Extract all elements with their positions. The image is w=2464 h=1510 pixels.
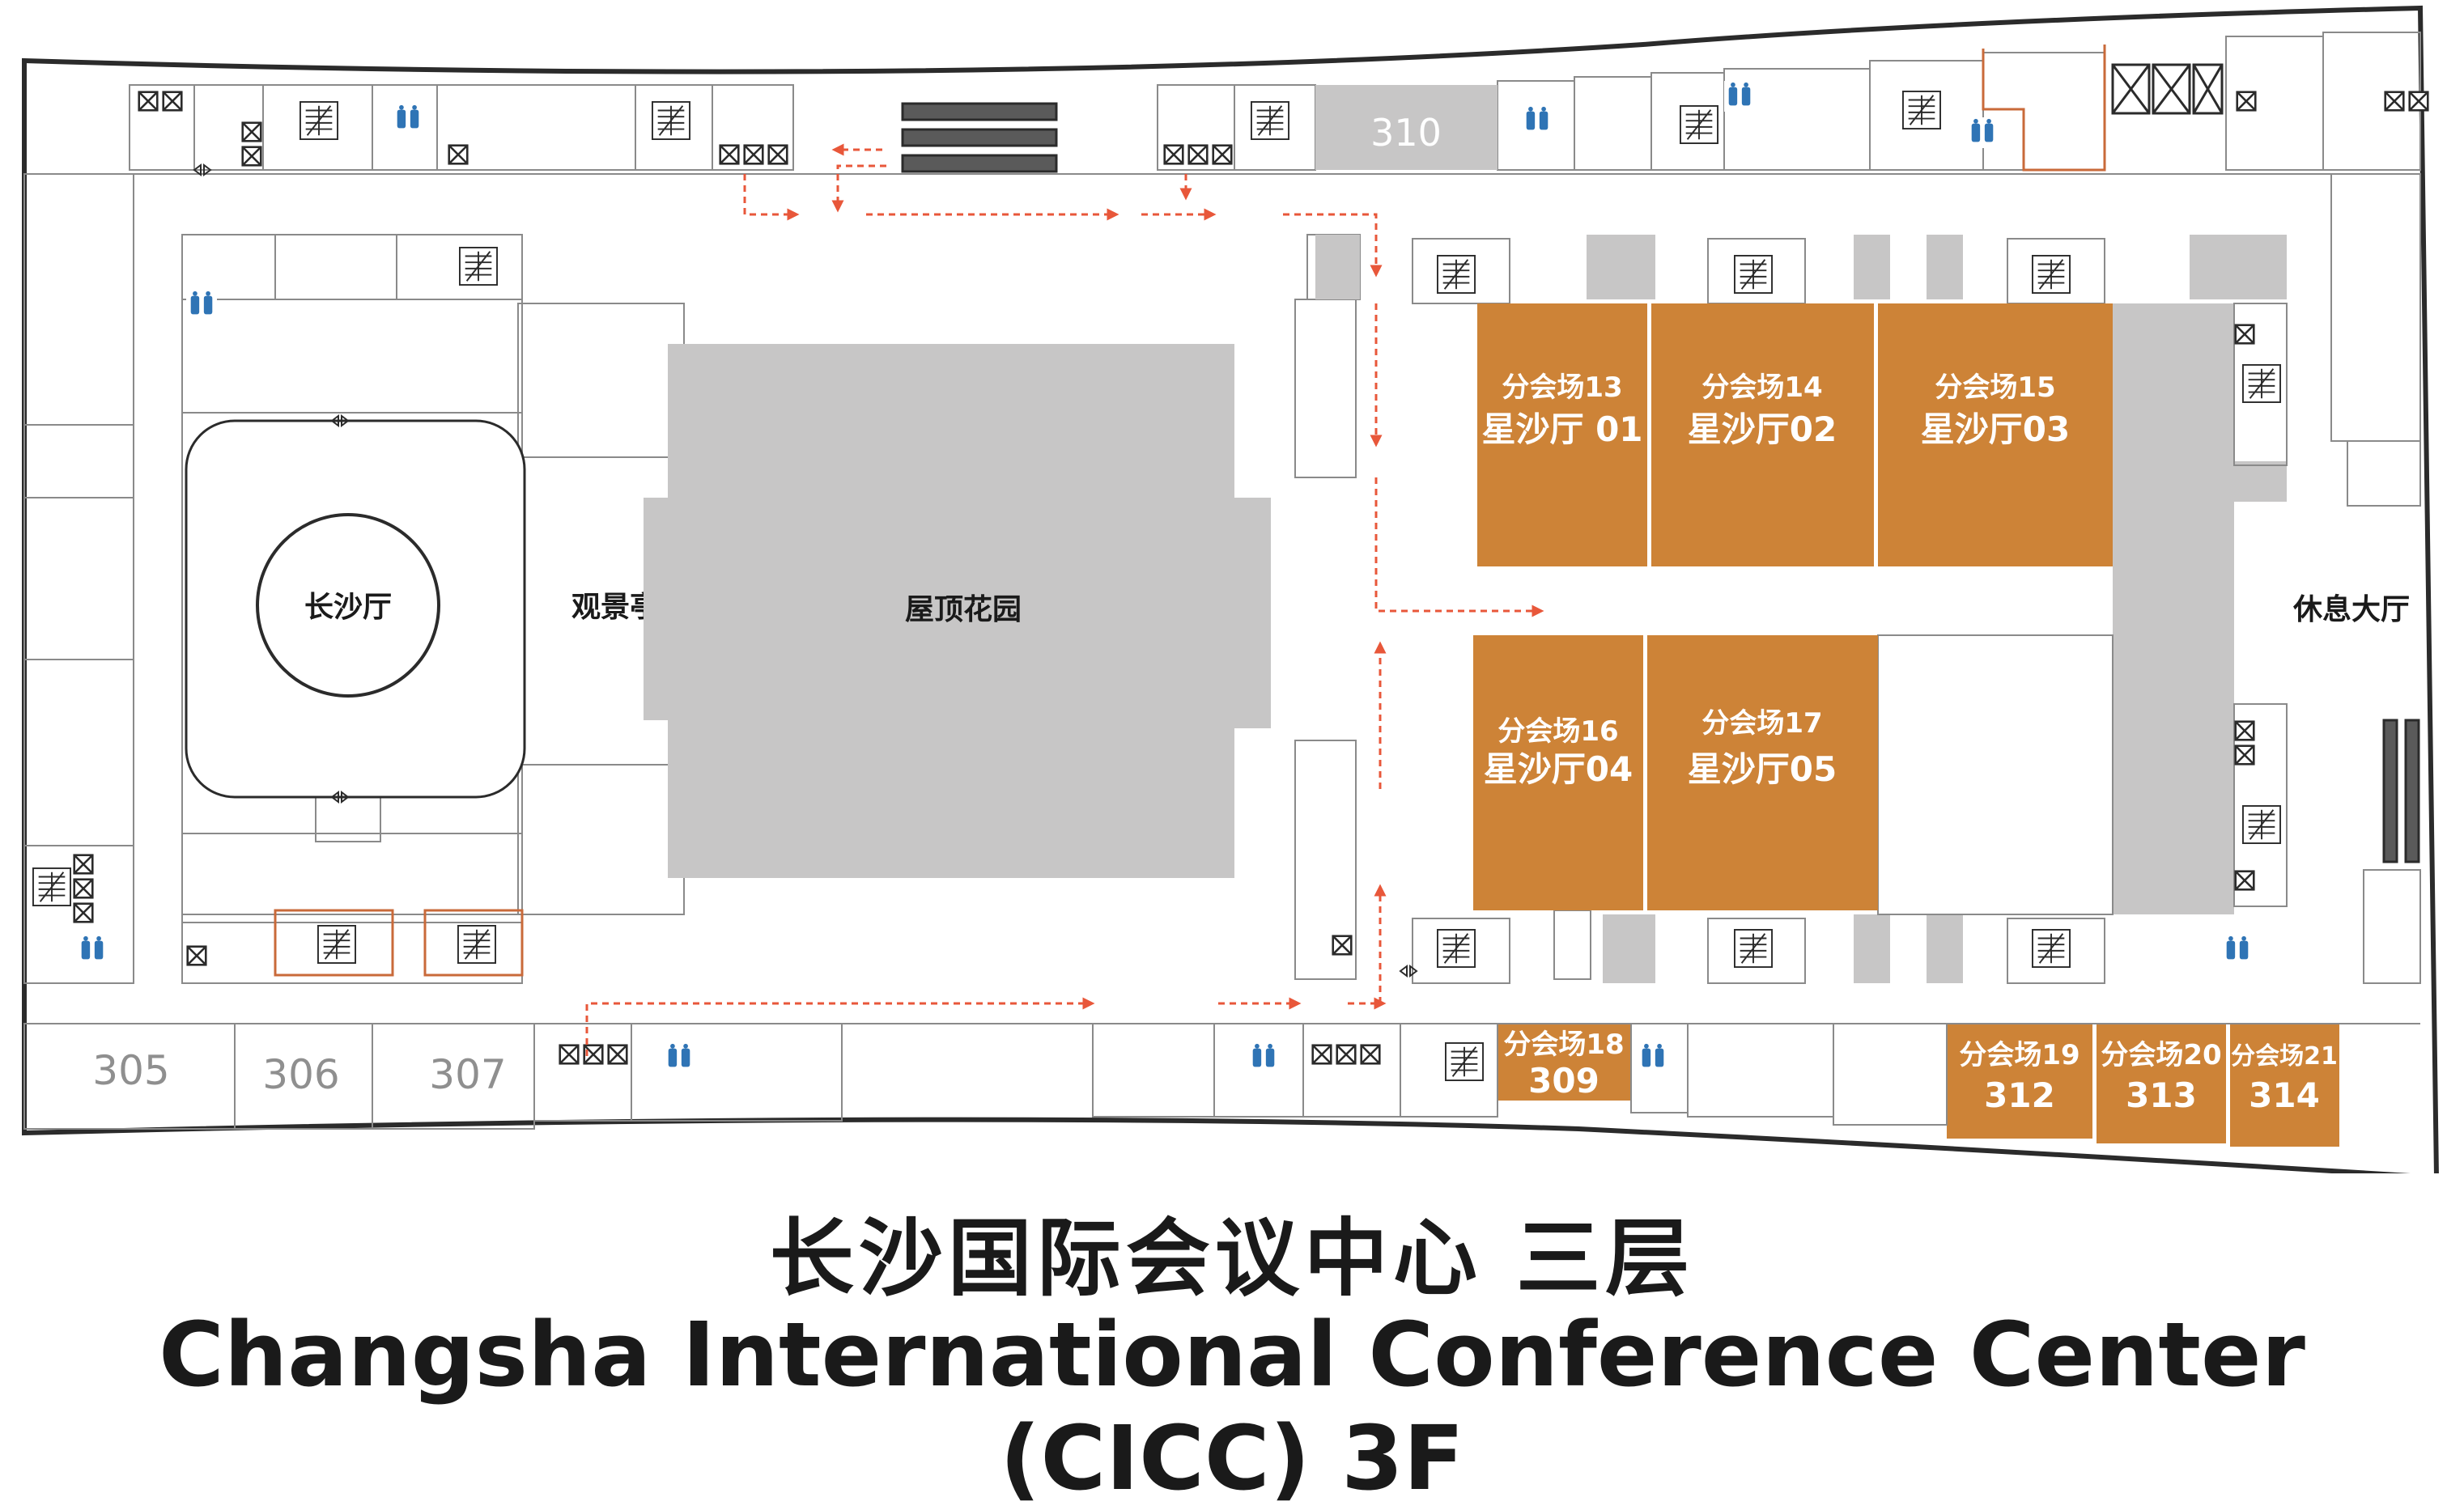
room-307-label: 307 <box>429 1051 506 1098</box>
breakout-14-room <box>1651 303 1874 566</box>
breakout-18-room-no: 309 <box>1528 1061 1599 1101</box>
changsha-hall-label: 长沙厅 <box>304 591 392 624</box>
breakout-21-room-no: 314 <box>2249 1075 2320 1115</box>
floor-plan-map: 310 长沙厅 观景亭 屋顶花园 <box>22 5 2439 1173</box>
elevator-icon <box>2111 63 2224 115</box>
breakout-15-hall: 星沙厅03 <box>1921 409 2070 449</box>
service-blocks <box>1315 235 2287 983</box>
breakout-17-room <box>1647 635 1878 910</box>
orange-route-top <box>1982 45 2106 172</box>
room-305-label: 305 <box>92 1047 169 1094</box>
breakout-14-name: 分会场14 <box>1701 371 1822 404</box>
breakout-13-room <box>1477 303 1647 566</box>
breakout-18-name: 分会场18 <box>1503 1029 1624 1061</box>
roof-garden-label: 屋顶花园 <box>905 593 1022 626</box>
breakout-15-room <box>1878 303 2113 566</box>
breakout-17-hall: 星沙厅05 <box>1688 749 1837 789</box>
breakout-19-room-no: 312 <box>1984 1075 2055 1115</box>
breakout-18-room <box>1498 1024 1631 1101</box>
room-306-label: 306 <box>262 1051 339 1098</box>
lounge-label: 休息大厅 <box>2292 593 2410 626</box>
route-arrow-icon <box>585 143 1544 1056</box>
bottom-rooms <box>23 909 2420 1130</box>
left-rooms <box>23 173 134 984</box>
breakout-16-room <box>1473 635 1643 910</box>
breakout-13-hall: 星沙厅 01 <box>1481 409 1642 449</box>
escalator-icon <box>2382 719 2420 863</box>
breakout-14-hall: 星沙厅02 <box>1688 409 1837 449</box>
breakout-19-room <box>1947 1024 2092 1139</box>
breakout-19-name: 分会场19 <box>1959 1039 2080 1071</box>
breakout-16-hall: 星沙厅04 <box>1484 749 1633 789</box>
breakout-13-name: 分会场13 <box>1502 371 1622 404</box>
escalator-icon <box>901 102 1058 173</box>
breakout-17-name: 分会场17 <box>1701 707 1822 740</box>
door-markers <box>193 163 1418 978</box>
breakout-rooms <box>1473 303 2339 1147</box>
breakout-21-name: 分会场21 <box>2231 1042 2338 1071</box>
breakout-15-name: 分会场15 <box>1935 371 2055 404</box>
breakout-20-room-no: 313 <box>2126 1075 2197 1115</box>
roof-garden-area <box>644 344 1271 878</box>
breakout-21-room <box>2230 1024 2339 1147</box>
breakout-16-name: 分会场16 <box>1498 715 1618 748</box>
map-title-english: Changsha International Conference Center… <box>159 1303 2305 1510</box>
changsha-hall-circle <box>256 513 440 698</box>
room-310-label: 310 <box>1370 111 1442 155</box>
breakout-20-name: 分会场20 <box>2101 1039 2221 1071</box>
room-310 <box>1315 85 1498 170</box>
breakout-20-room <box>2097 1024 2226 1143</box>
map-title-chinese: 长沙国际会议中心 三层 <box>769 1209 1695 1308</box>
